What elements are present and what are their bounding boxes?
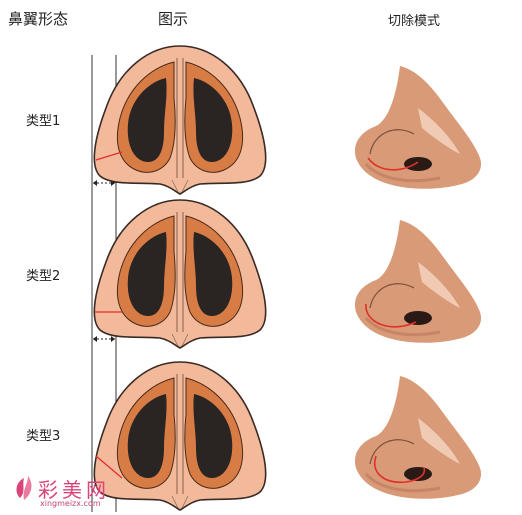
watermark-text: 彩美网 bbox=[38, 478, 110, 502]
row-label-type-3: 类型3 bbox=[26, 429, 61, 444]
header-excision-mode: 切除模式 bbox=[388, 14, 441, 29]
header-nasal-alar-form: 鼻翼形态 bbox=[8, 10, 69, 28]
watermark-url: xingmeizx.com bbox=[40, 499, 101, 508]
basal-view-type-3 bbox=[93, 361, 267, 511]
width-marker-type-2 bbox=[93, 336, 115, 342]
alar-arrow-type-3 bbox=[95, 455, 123, 479]
side-view-type-2 bbox=[353, 218, 483, 345]
watermark-logo-icon bbox=[16, 476, 32, 500]
side-view-type-3 bbox=[353, 374, 483, 501]
header-illustration: 图示 bbox=[158, 10, 189, 28]
basal-view-type-1 bbox=[93, 45, 267, 195]
alar-arrow-type-1 bbox=[95, 151, 123, 161]
basal-view-type-2 bbox=[93, 199, 267, 349]
width-marker-type-1 bbox=[93, 180, 115, 186]
side-view-type-1 bbox=[353, 64, 483, 191]
row-label-type-1: 类型1 bbox=[26, 114, 61, 129]
row-label-type-2: 类型2 bbox=[26, 269, 61, 284]
